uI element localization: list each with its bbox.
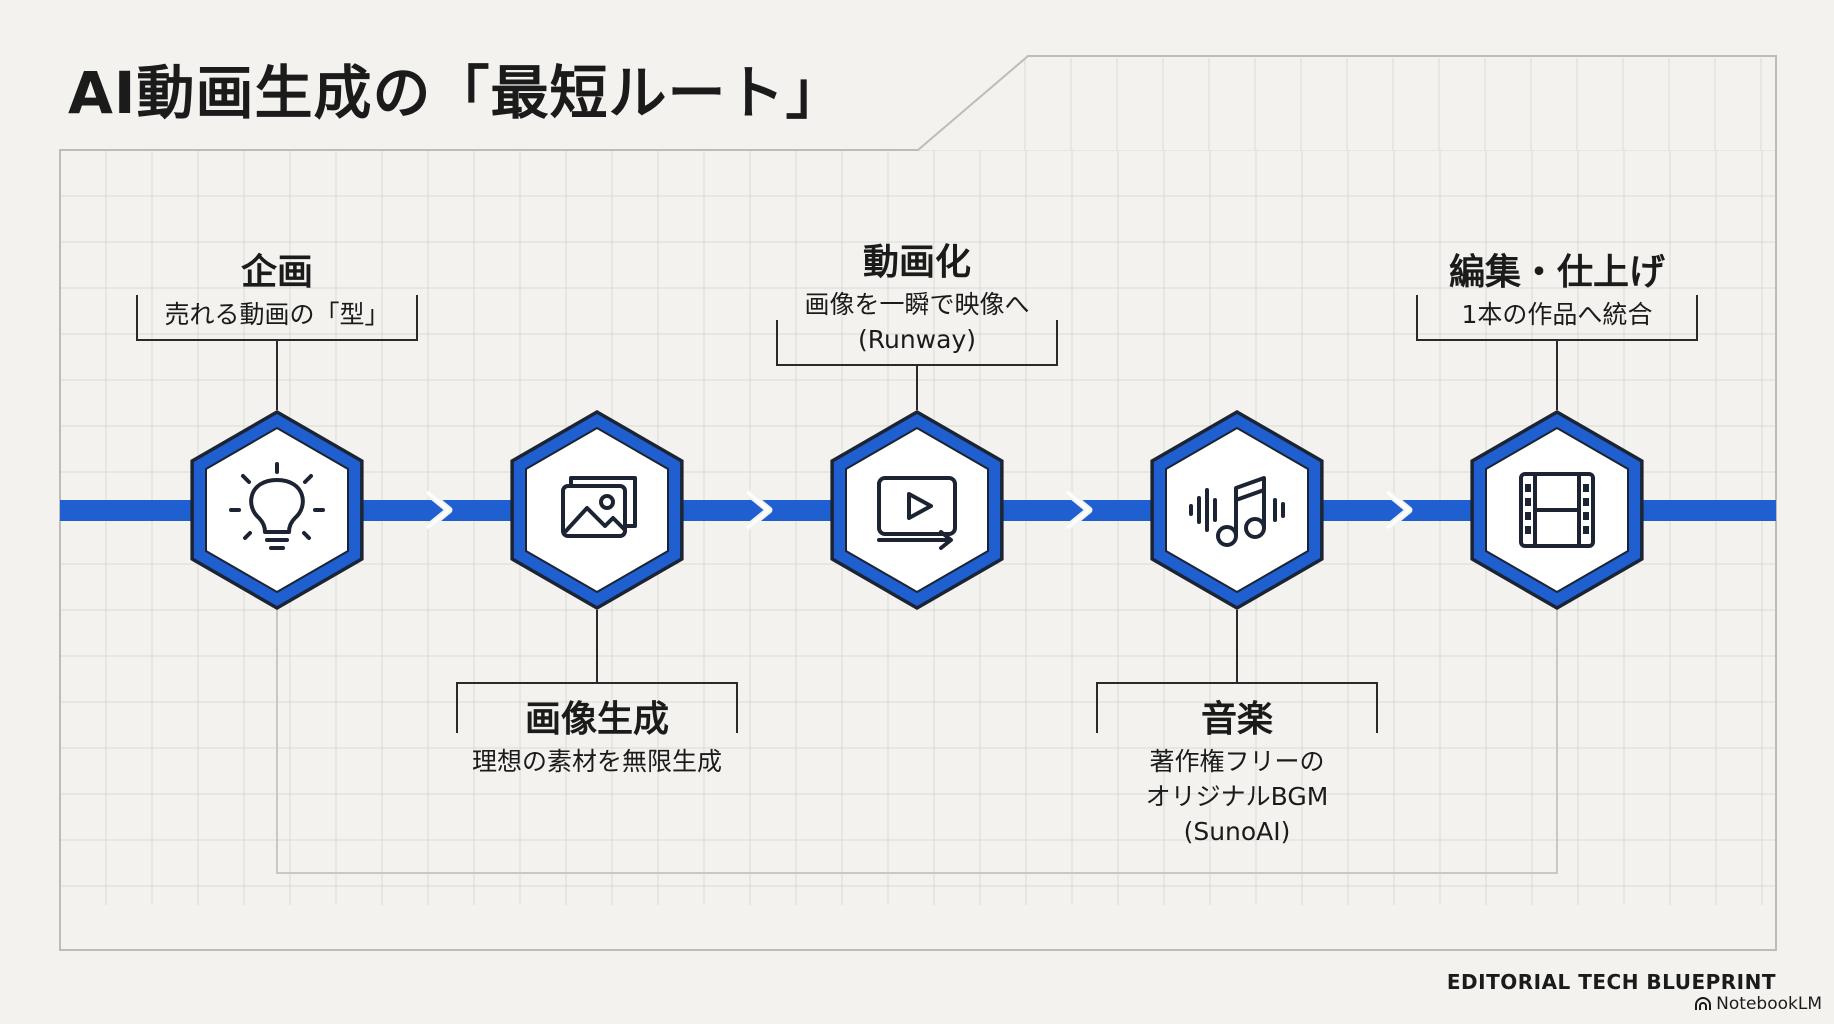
step-description: 著作権フリーの xyxy=(1149,747,1325,776)
bracket-video xyxy=(776,320,1058,366)
step-nodes xyxy=(190,410,1644,610)
flow-arrow-2 xyxy=(746,490,771,530)
step-title: 動画化 xyxy=(862,242,971,283)
step-description: 売れる動画の「型」 xyxy=(164,300,390,329)
step-node-video xyxy=(830,410,1004,610)
film-icon xyxy=(1519,472,1595,548)
step-description: 理想の素材を無限生成 xyxy=(471,747,722,776)
step-description: 画像を一瞬で映像へ xyxy=(804,290,1030,319)
step-label-image: 画像生成理想の素材を無限生成 xyxy=(437,696,757,779)
step-label-video: 動画化画像を一瞬で映像へ (Runway) xyxy=(757,239,1077,357)
lightbulb-icon xyxy=(229,462,325,550)
hex-inner xyxy=(205,426,349,594)
blueprint-frame xyxy=(59,55,1777,951)
bracket-edit xyxy=(1416,295,1698,341)
music-note-icon xyxy=(1189,476,1285,547)
step-description: 1本の作品へ統合 xyxy=(1461,300,1653,329)
step-label-music: 音楽著作権フリーのオリジナルBGM (SunoAI) xyxy=(1077,696,1397,849)
bracket-music xyxy=(1096,682,1378,733)
step-description: (Runway) xyxy=(857,325,976,354)
connector-lines xyxy=(136,295,1698,874)
flow-arrow-3 xyxy=(1066,490,1091,530)
notebooklm-logo-icon xyxy=(1695,997,1712,1010)
step-description: (SunoAI) xyxy=(1183,817,1291,846)
step-title: 音楽 xyxy=(1200,699,1273,740)
flow-arrow-4 xyxy=(1386,490,1411,530)
page-title: AI動画生成の「最短ルート」 xyxy=(68,59,845,127)
return-loop-line xyxy=(276,600,1558,874)
step-label-plan: 企画売れる動画の「型」 xyxy=(117,249,437,332)
brand-mark: NotebookLM xyxy=(1694,994,1822,1014)
footer-label: EDITORIAL TECH BLUEPRINT xyxy=(1446,970,1776,994)
step-description: オリジナルBGM xyxy=(1145,782,1329,811)
step-node-edit xyxy=(1470,410,1644,610)
step-node-music xyxy=(1150,410,1324,610)
step-node-image xyxy=(510,410,684,610)
step-title: 画像生成 xyxy=(524,699,669,740)
video-play-icon xyxy=(877,476,957,550)
brand-name: NotebookLM xyxy=(1716,994,1822,1014)
step-title: 編集・仕上げ xyxy=(1448,252,1665,293)
step-node-plan xyxy=(190,410,364,610)
bracket-image xyxy=(456,682,738,733)
frame-outline xyxy=(59,55,1777,951)
image-icon xyxy=(561,476,637,538)
bracket-plan xyxy=(136,295,418,341)
hex-inner xyxy=(525,426,669,594)
flow-arrow-1 xyxy=(426,490,451,530)
step-title: 企画 xyxy=(240,252,313,293)
hex-inner xyxy=(845,426,989,594)
step-label-edit: 編集・仕上げ 1本の作品へ統合 xyxy=(1397,249,1717,332)
